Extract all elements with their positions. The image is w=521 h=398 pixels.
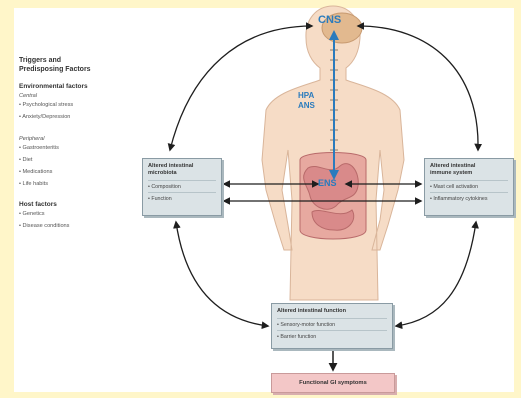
immune-title: Altered intestinal immune system (430, 163, 508, 177)
immune-item: Mast cell activation (430, 180, 508, 192)
cns-label: CNS (318, 14, 341, 26)
host-item: Disease conditions (19, 223, 159, 229)
intestinal-function-box: Altered intestinal function Sensory-moto… (271, 303, 393, 349)
microbiota-box: Altered intestinal microbiota Compositio… (142, 158, 222, 216)
arc-arrow-bottom-right (396, 222, 476, 326)
intestine-item: Sensory-motor function (277, 318, 387, 330)
microbiota-item: Function (148, 192, 216, 204)
env-heading: Environmental factors (19, 83, 159, 90)
arc-arrow-bottom-left (176, 222, 268, 326)
hpa-label: HPA (298, 90, 314, 101)
peripheral-label: Peripheral (19, 136, 159, 142)
peripheral-item: Diet (19, 157, 159, 163)
peripheral-item: Gastroenteritis (19, 145, 159, 151)
host-item: Genetics (19, 211, 159, 217)
immune-item: Inflammatory cytokines (430, 192, 508, 204)
peripheral-item: Medications (19, 169, 159, 175)
ans-label: ANS (298, 101, 315, 110)
intestine-title: Altered intestinal function (277, 308, 387, 315)
central-label: Central (19, 93, 159, 99)
intestine-item: Barrier function (277, 330, 387, 342)
triggers-title: Triggers and Predisposing Factors (19, 56, 159, 74)
central-item: Psychological stress (19, 102, 159, 108)
central-item: Anxiety/Depression (19, 114, 159, 120)
symptoms-box: Functional GI symptoms (271, 373, 395, 393)
microbiota-item: Composition (148, 180, 216, 192)
peripheral-item: Life habits (19, 181, 159, 187)
immune-box: Altered intestinal immune system Mast ce… (424, 158, 514, 216)
microbiota-title: Altered intestinal microbiota (148, 163, 216, 177)
host-heading: Host factors (19, 201, 159, 208)
triggers-panel: Triggers and Predisposing Factors Enviro… (19, 56, 159, 235)
ens-label: ENS (318, 178, 337, 188)
